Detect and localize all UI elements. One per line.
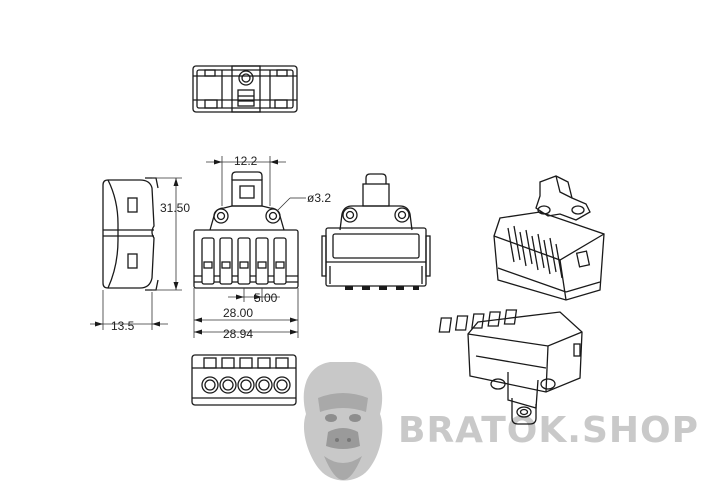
dim-side-height: 31.50: [160, 201, 190, 215]
dim-hole-diameter: ø3.2: [307, 191, 331, 205]
top-view: [192, 65, 298, 113]
dim-inner-width: 28.00: [223, 306, 253, 320]
side-view: 31.50 13.5: [90, 177, 190, 333]
gorilla-logo-icon: [303, 362, 383, 481]
watermark: BRATOK.SHOP: [303, 362, 699, 481]
front-view: 12.2 ø3.2 5.00 28.00 28.94: [193, 154, 331, 341]
dim-depth: 13.5: [111, 319, 135, 333]
dim-top-width: 12.2: [234, 154, 258, 168]
isometric-view-top: [493, 175, 605, 301]
dim-pitch: 5.00: [254, 291, 278, 305]
isometric-view-bottom: [438, 309, 583, 425]
watermark-text: BRATOK.SHOP: [398, 410, 699, 451]
rear-view: [321, 173, 431, 290]
bottom-view: [191, 354, 297, 406]
dim-outer-width: 28.94: [223, 327, 253, 341]
